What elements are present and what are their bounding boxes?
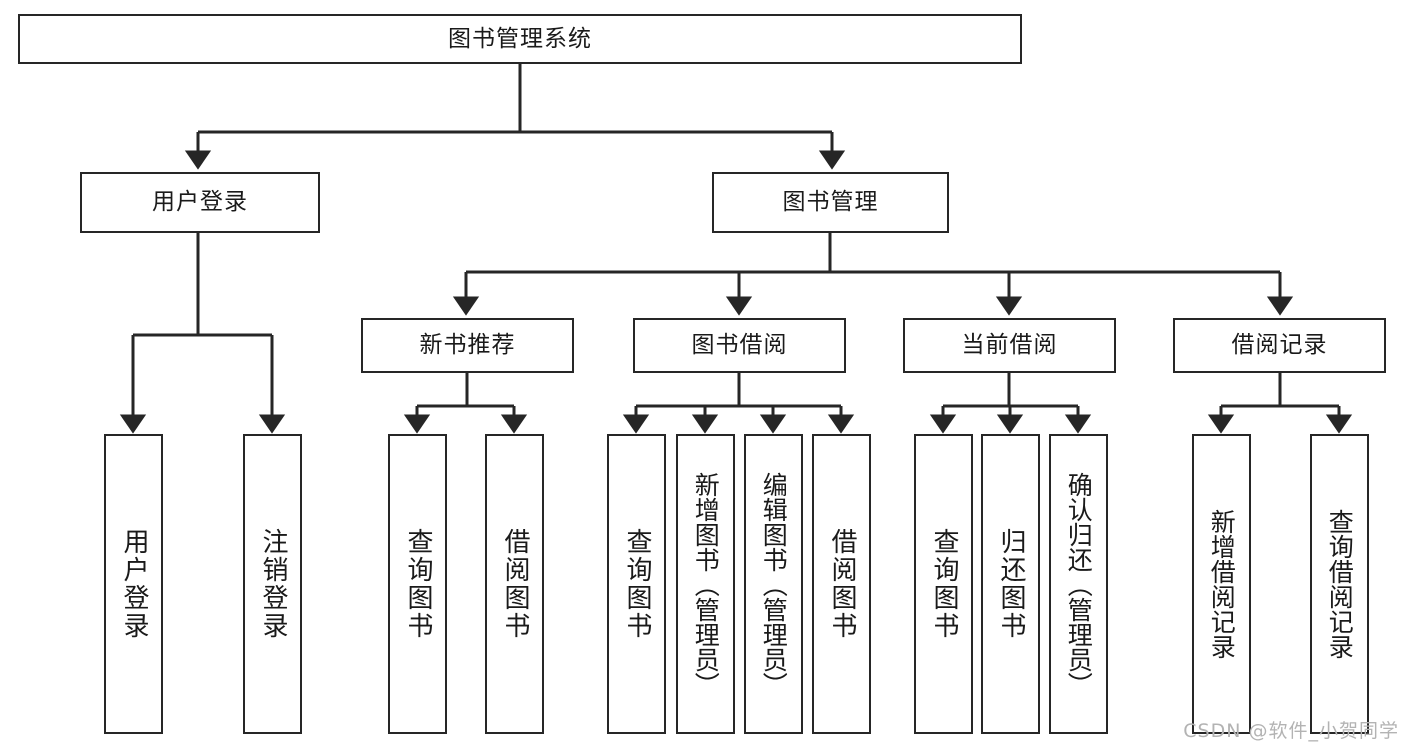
node-book-management[interactable]: 图书管理 <box>712 172 949 233</box>
node-new-book-recommend[interactable]: 新书推荐 <box>361 318 574 373</box>
leaf-confirm-return[interactable]: 确认归还（管理员） <box>1049 434 1108 734</box>
node-label: 借阅图书 <box>500 528 531 640</box>
node-label: 查询借阅记录 <box>1325 509 1355 659</box>
node-book-borrow[interactable]: 图书借阅 <box>633 318 846 373</box>
node-label: 借阅图书 <box>827 528 858 640</box>
leaf-edit-book[interactable]: 编辑图书（管理员） <box>744 434 803 734</box>
leaf-add-book[interactable]: 新增图书（管理员） <box>676 434 735 734</box>
node-user-login[interactable]: 用户登录 <box>80 172 320 233</box>
node-label: 新书推荐 <box>419 332 516 358</box>
leaf-user-logout[interactable]: 注销登录 <box>243 434 302 734</box>
node-label: 图书借阅 <box>691 332 788 358</box>
leaf-add-record[interactable]: 新增借阅记录 <box>1192 434 1251 734</box>
node-label: 查询图书 <box>929 528 960 640</box>
node-label: 图书管理 <box>782 189 879 215</box>
leaf-query-book-1[interactable]: 查询图书 <box>388 434 447 734</box>
leaf-borrow-book-1[interactable]: 借阅图书 <box>485 434 544 734</box>
node-label: 新增图书（管理员） <box>691 471 721 697</box>
leaf-query-book-2[interactable]: 查询图书 <box>607 434 666 734</box>
node-label: 图书管理系统 <box>448 25 592 52</box>
leaf-return-book[interactable]: 归还图书 <box>981 434 1040 734</box>
leaf-user-login[interactable]: 用户登录 <box>104 434 163 734</box>
node-label: 新增借阅记录 <box>1207 509 1237 659</box>
node-label: 用户登录 <box>119 528 150 640</box>
node-label: 用户登录 <box>152 189 248 215</box>
node-label: 归还图书 <box>996 528 1027 640</box>
node-label: 注销登录 <box>258 528 289 640</box>
node-label: 当前借阅 <box>961 332 1058 358</box>
leaf-query-record[interactable]: 查询借阅记录 <box>1310 434 1369 734</box>
node-label: 借阅记录 <box>1231 332 1328 358</box>
node-label: 编辑图书（管理员） <box>759 471 789 697</box>
node-borrow-record[interactable]: 借阅记录 <box>1173 318 1386 373</box>
node-label: 查询图书 <box>622 528 653 640</box>
node-current-borrow[interactable]: 当前借阅 <box>903 318 1116 373</box>
node-label: 查询图书 <box>403 528 434 640</box>
node-label: 确认归还（管理员） <box>1064 471 1094 697</box>
leaf-query-book-3[interactable]: 查询图书 <box>914 434 973 734</box>
leaf-borrow-book-2[interactable]: 借阅图书 <box>812 434 871 734</box>
node-root[interactable]: 图书管理系统 <box>18 14 1022 64</box>
